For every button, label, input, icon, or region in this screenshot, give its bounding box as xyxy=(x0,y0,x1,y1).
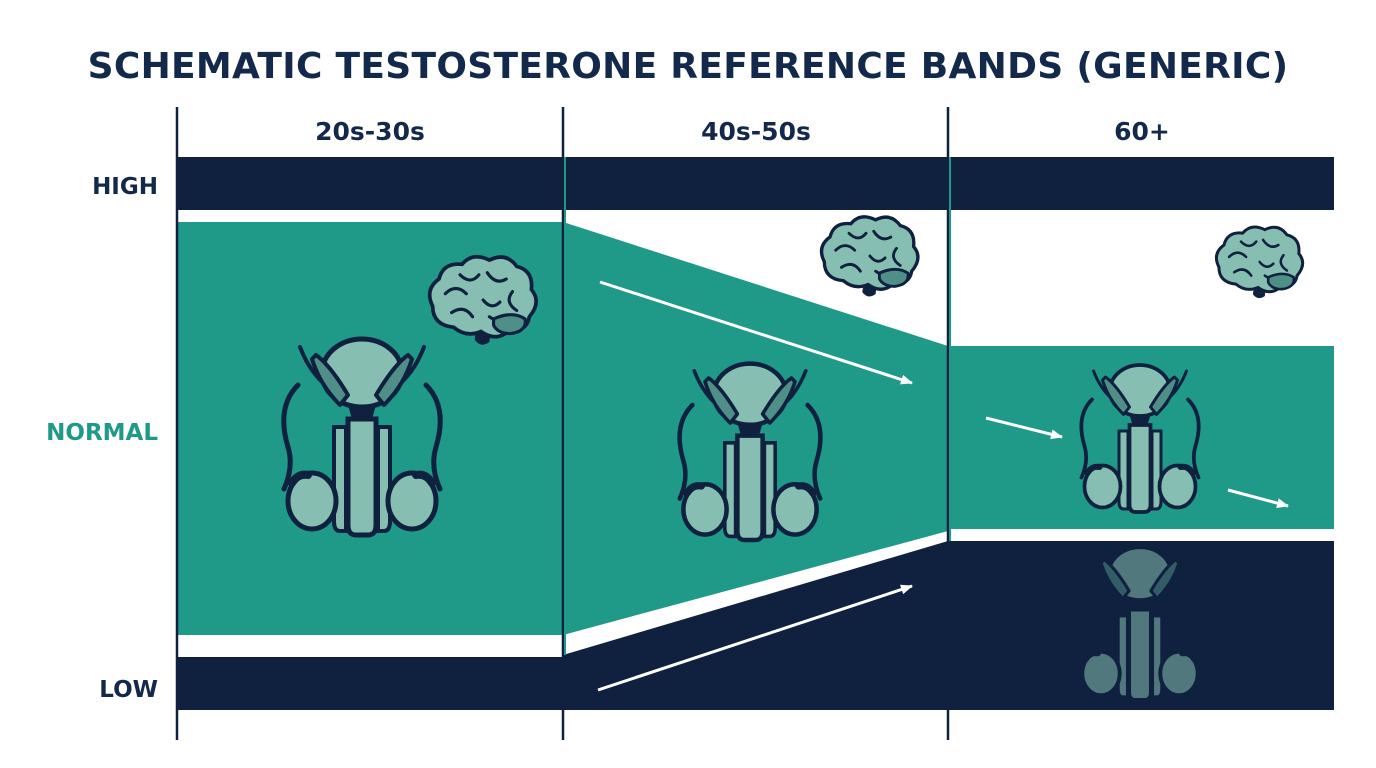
high-band xyxy=(177,157,1334,210)
page-title: SCHEMATIC TESTOSTERONE REFERENCE BANDS (… xyxy=(88,46,1289,87)
trend-arrow-icon xyxy=(985,416,1063,440)
trend-arrow-icon xyxy=(1227,488,1289,508)
row-label-high: HIGH xyxy=(92,174,158,200)
low-band xyxy=(177,541,1334,710)
row-label-normal: NORMAL xyxy=(46,420,158,446)
brain-icon xyxy=(1214,225,1305,300)
trend-arrow-icon xyxy=(597,584,913,692)
column-header-60-plus: 60+ xyxy=(1114,117,1170,146)
column-header-40s-50s: 40s-50s xyxy=(701,117,811,146)
brain-icon xyxy=(819,215,920,299)
row-label-low: LOW xyxy=(99,677,158,703)
column-header-20s-30s: 20s-30s xyxy=(315,117,425,146)
trend-arrow-icon xyxy=(599,280,913,385)
